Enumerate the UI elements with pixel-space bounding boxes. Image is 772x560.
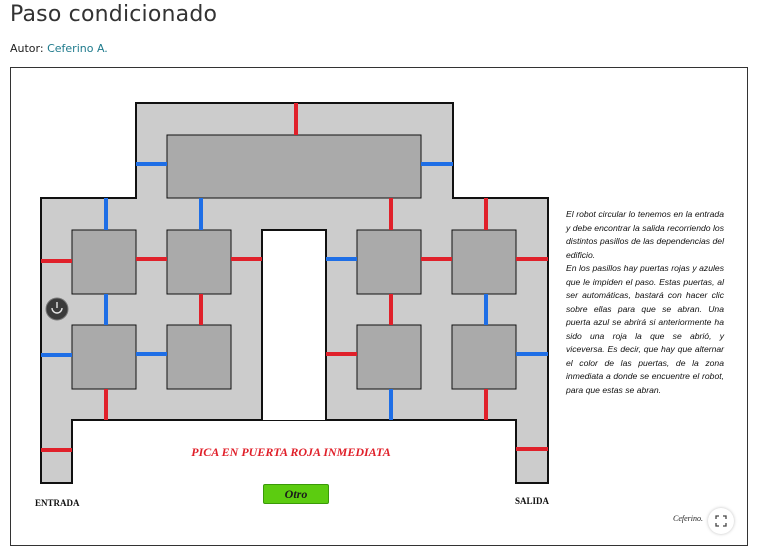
room-top	[166, 134, 422, 199]
instructions-paragraph: En los pasillos hay puertas rojas y azul…	[566, 263, 724, 395]
room	[71, 324, 137, 390]
fullscreen-button[interactable]	[708, 508, 734, 534]
robot-icon	[45, 297, 69, 321]
room	[356, 229, 422, 295]
otro-button[interactable]: Otro	[263, 484, 329, 504]
doors	[41, 103, 548, 452]
central-notch	[261, 229, 327, 420]
status-message: PICA EN PUERTA ROJA INMEDIATA	[191, 445, 391, 459]
author-signature: Ceferino.	[673, 514, 703, 523]
instructions-text: El robot circular lo tenemos en la entra…	[566, 208, 724, 397]
room	[166, 324, 232, 390]
salida-label: SALIDA	[515, 496, 550, 506]
room	[451, 324, 517, 390]
room	[451, 229, 517, 295]
page-title: Paso condicionado	[10, 2, 218, 27]
instructions-paragraph: El robot circular lo tenemos en la entra…	[566, 209, 724, 260]
room	[356, 324, 422, 390]
room	[166, 229, 232, 295]
author-label: Autor:	[10, 42, 44, 55]
fullscreen-icon	[715, 515, 727, 527]
author-link[interactable]: Ceferino A.	[47, 42, 108, 55]
room	[71, 229, 137, 295]
applet-frame: El robot circular lo tenemos en la entra…	[10, 67, 748, 546]
author-line: Autor: Ceferino A.	[10, 42, 108, 55]
building-map	[40, 102, 549, 484]
entrada-label: ENTRADA	[35, 498, 80, 508]
